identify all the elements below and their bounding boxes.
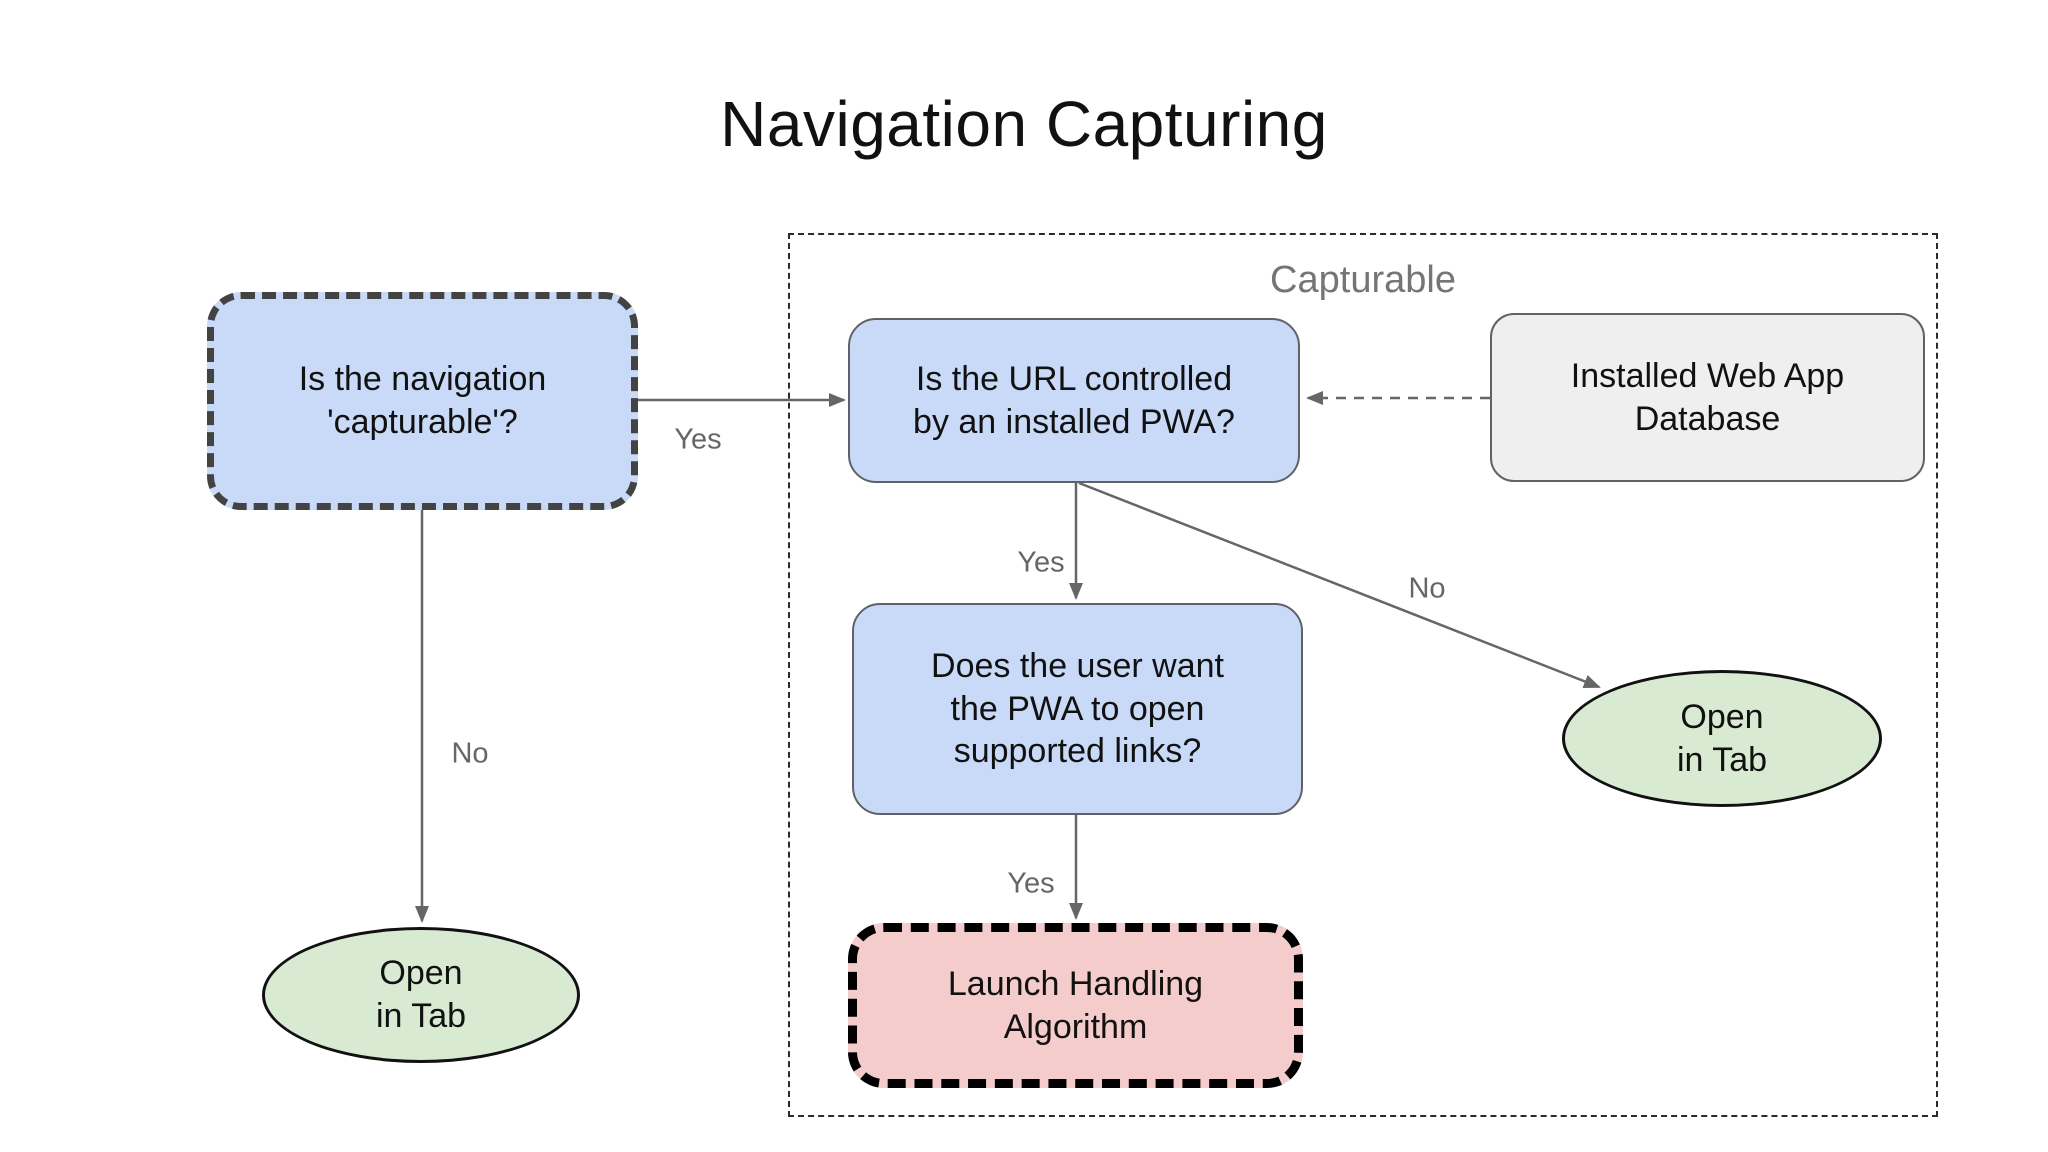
- node-is-url-controlled-by-pwa: Is the URL controlled by an installed PW…: [848, 318, 1300, 483]
- node-user-want-supported-links-label: Does the user want the PWA to open suppo…: [931, 646, 1224, 771]
- node-is-url-controlled-by-pwa-label: Is the URL controlled by an installed PW…: [913, 359, 1235, 441]
- arrow-url-controlled-no: [1078, 481, 1601, 689]
- capturable-group-label: Capturable: [1270, 259, 1456, 301]
- edge-label-capturable-no: No: [451, 737, 489, 770]
- edge-label-user-want-yes: Yes: [1007, 867, 1055, 900]
- node-user-want-supported-links: Does the user want the PWA to open suppo…: [852, 603, 1303, 815]
- capturable-group-boundary: Capturable: [788, 233, 1938, 1117]
- node-is-navigation-capturable: Is the navigation 'capturable'?: [207, 292, 638, 510]
- node-open-in-tab-left-label: Open in Tab: [375, 954, 467, 1035]
- node-launch-handling-algorithm: Launch Handling Algorithm: [848, 923, 1303, 1088]
- node-launch-handling-algorithm-label: Launch Handling Algorithm: [947, 964, 1204, 1046]
- page-title: Navigation Capturing: [720, 88, 1328, 160]
- node-installed-web-app-database: Installed Web App Database: [1490, 313, 1925, 482]
- node-installed-web-app-database-label: Installed Web App Database: [1570, 356, 1845, 438]
- edge-label-capturable-yes: Yes: [674, 423, 722, 456]
- edge-label-url-controlled-no: No: [1408, 572, 1446, 605]
- node-is-navigation-capturable-label: Is the navigation 'capturable'?: [298, 360, 547, 441]
- node-open-in-tab-right: Open in Tab: [1562, 670, 1882, 807]
- edge-label-url-controlled-yes: Yes: [1017, 546, 1065, 579]
- node-open-in-tab-left: Open in Tab: [262, 927, 580, 1063]
- node-open-in-tab-right-label: Open in Tab: [1676, 697, 1768, 779]
